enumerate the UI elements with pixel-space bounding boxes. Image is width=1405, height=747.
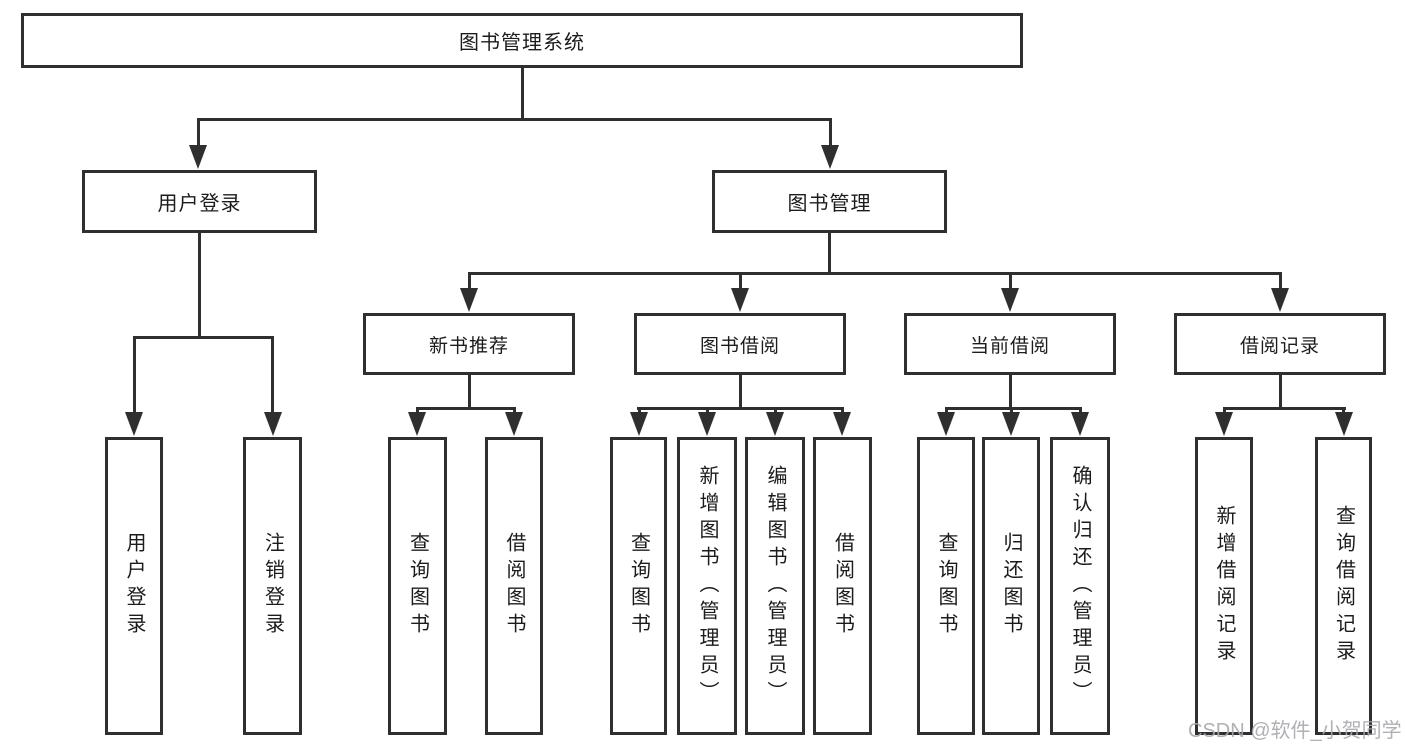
connector-line — [1008, 272, 1012, 292]
connector-line — [1278, 272, 1282, 292]
arrowhead-down-icon — [263, 412, 282, 436]
leaf-borrow-book-newbook-label: 借阅图书 — [503, 532, 525, 640]
connector-line — [132, 336, 136, 416]
node-current-borrow: 当前借阅 — [904, 313, 1116, 375]
leaf-query-book-newbook: 查询图书 — [388, 437, 447, 735]
node-root-label: 图书管理系统 — [459, 32, 585, 54]
connector-line — [198, 233, 201, 339]
node-borrow-records: 借阅记录 — [1174, 313, 1386, 375]
connector-line — [828, 233, 831, 275]
arrowhead-down-icon — [766, 412, 784, 436]
leaf-query-book-newbook-label: 查询图书 — [406, 532, 429, 640]
arrowhead-down-icon — [821, 145, 839, 169]
arrowhead-down-icon — [125, 412, 143, 436]
leaf-add-book-admin-label: 新增图书（管理员） — [696, 464, 718, 708]
connector-line — [132, 336, 274, 339]
leaf-query-book-borrow: 查询图书 — [610, 437, 667, 735]
arrowhead-down-icon — [1071, 412, 1089, 436]
connector-line — [1008, 375, 1012, 410]
node-user-login-label: 用户登录 — [157, 193, 242, 215]
leaf-edit-book-admin-label: 编辑图书（管理员） — [764, 464, 786, 708]
connector-line — [738, 272, 742, 292]
arrowhead-down-icon — [698, 412, 716, 436]
leaf-query-book-current: 查询图书 — [917, 437, 975, 735]
connector-line — [944, 407, 1081, 410]
connector-line — [196, 118, 832, 121]
arrowhead-down-icon — [1271, 288, 1289, 312]
connector-line — [196, 118, 200, 148]
leaf-add-borrow-record-label: 新增借阅记录 — [1213, 505, 1235, 667]
arrowhead-down-icon — [731, 288, 749, 312]
arrowhead-down-icon — [1215, 412, 1233, 436]
leaf-logout-label: 注销登录 — [261, 532, 284, 640]
node-current-borrow-label: 当前借阅 — [969, 335, 1050, 357]
connector-line — [738, 375, 742, 410]
leaf-add-book-admin: 新增图书（管理员） — [677, 437, 737, 735]
connector-line — [1278, 375, 1282, 410]
leaf-user-login: 用户登录 — [105, 437, 163, 735]
node-root: 图书管理系统 — [21, 13, 1023, 68]
arrowhead-down-icon — [1002, 412, 1020, 436]
connector-line — [467, 272, 471, 292]
arrowhead-down-icon — [1334, 412, 1353, 436]
connector-line — [467, 375, 471, 410]
leaf-user-login-label: 用户登录 — [123, 532, 145, 640]
leaf-query-book-current-label: 查询图书 — [935, 532, 957, 640]
node-book-management: 图书管理 — [712, 170, 947, 233]
node-book-borrow-label: 图书借阅 — [699, 335, 780, 357]
leaf-confirm-return-admin: 确认归还（管理员） — [1050, 437, 1110, 735]
arrowhead-down-icon — [833, 412, 851, 436]
node-book-management-label: 图书管理 — [787, 193, 872, 215]
leaf-return-book-label: 归还图书 — [1000, 532, 1022, 640]
leaf-borrow-book: 借阅图书 — [813, 437, 872, 735]
connector-line — [1222, 407, 1346, 410]
csdn-watermark: CSDN @软件_小贺同学 — [1188, 720, 1402, 742]
arrowhead-down-icon — [630, 412, 648, 436]
leaf-add-borrow-record: 新增借阅记录 — [1195, 437, 1253, 735]
node-book-borrow: 图书借阅 — [634, 313, 846, 375]
leaf-borrow-book-newbook: 借阅图书 — [485, 437, 543, 735]
leaf-logout: 注销登录 — [243, 437, 302, 735]
connector-line — [520, 68, 524, 118]
node-borrow-records-label: 借阅记录 — [1239, 335, 1320, 357]
leaf-query-book-borrow-label: 查询图书 — [627, 532, 650, 640]
leaf-confirm-return-admin-label: 确认归还（管理员） — [1069, 464, 1091, 708]
arrowhead-down-icon — [460, 288, 478, 312]
arrowhead-down-icon — [505, 412, 523, 436]
leaf-query-borrow-record: 查询借阅记录 — [1315, 437, 1372, 735]
connector-line — [271, 336, 274, 416]
arrowhead-down-icon — [937, 412, 955, 436]
arrowhead-down-icon — [408, 412, 426, 436]
arrowhead-down-icon — [189, 145, 207, 169]
leaf-return-book: 归还图书 — [982, 437, 1040, 735]
arrowhead-down-icon — [1001, 288, 1019, 312]
connector-line — [828, 118, 832, 148]
node-user-login: 用户登录 — [82, 170, 317, 233]
node-new-book-recommend: 新书推荐 — [363, 313, 575, 375]
leaf-query-borrow-record-label: 查询借阅记录 — [1332, 505, 1355, 667]
connector-line — [467, 272, 1282, 275]
connector-line — [415, 407, 516, 410]
leaf-edit-book-admin: 编辑图书（管理员） — [745, 437, 805, 735]
node-new-book-recommend-label: 新书推荐 — [428, 335, 509, 357]
connector-line — [637, 407, 844, 410]
leaf-borrow-book-label: 借阅图书 — [831, 532, 854, 640]
